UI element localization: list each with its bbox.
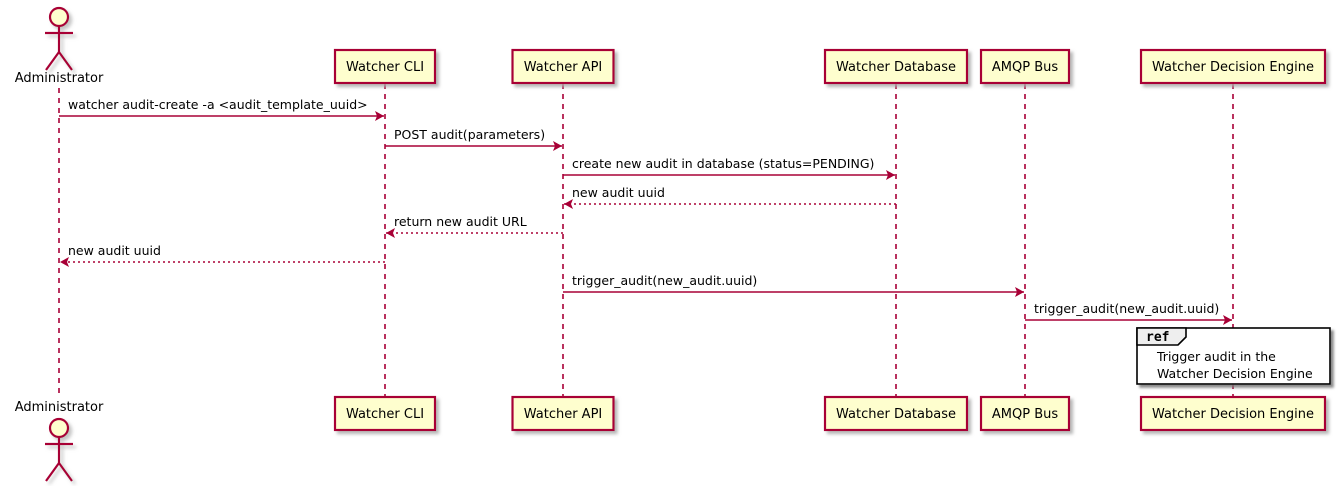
message-label-msg-3: create new audit in database (status=PEN… [572, 156, 874, 171]
participant-label-amqp-bus: AMQP Bus [992, 60, 1058, 75]
participant-watcher-decision-engine[interactable]: Watcher Decision Engine [1139, 48, 1327, 85]
participant-box-watcher-database[interactable] [823, 48, 969, 85]
participants-bottom-group: Administrator Watcher CLI Watcher API Watch… [15, 395, 1327, 482]
message-msg-4: new audit uuid [564, 185, 896, 209]
ref-line-0: Trigger audit in the [1156, 349, 1276, 364]
participant-label-administrator: Administrator [15, 71, 104, 86]
participants-top-group: Administrator Watcher CLI Watcher API Watch… [15, 6, 1327, 86]
participant-label-watcher-database: Watcher Database [836, 60, 956, 75]
participant-box-watcher-cli[interactable] [333, 395, 437, 432]
participant-box-watcher-cli[interactable] [333, 48, 437, 85]
participant-label-watcher-database: Watcher Database [836, 407, 956, 422]
message-arrowhead-msg-7 [1015, 287, 1024, 297]
message-label-msg-2: POST audit(parameters) [394, 127, 545, 142]
messages-group: watcher audit-create -a <audit_template_… [59, 97, 1232, 325]
participant-box-watcher-decision-engine[interactable] [1139, 48, 1327, 85]
participant-amqp-bus[interactable]: AMQP Bus [979, 395, 1071, 432]
participant-box-watcher-api[interactable] [511, 48, 615, 85]
actor-administrator [45, 417, 73, 482]
message-label-msg-7: trigger_audit(new_audit.uuid) [572, 273, 757, 288]
message-arrowhead-msg-1 [375, 111, 384, 121]
message-label-msg-8: trigger_audit(new_audit.uuid) [1034, 301, 1219, 316]
message-arrowhead-msg-2 [553, 141, 562, 151]
message-msg-8: trigger_audit(new_audit.uuid) [1025, 301, 1232, 325]
participant-watcher-cli[interactable]: Watcher CLI [333, 395, 437, 432]
participant-label-watcher-cli: Watcher CLI [346, 407, 424, 422]
ref-tab [1136, 327, 1187, 346]
participant-label-watcher-api: Watcher API [524, 60, 603, 75]
participant-box-amqp-bus[interactable] [979, 395, 1071, 432]
participant-label-watcher-cli: Watcher CLI [346, 60, 424, 75]
participant-watcher-database[interactable]: Watcher Database [823, 395, 969, 432]
message-msg-6: new audit uuid [60, 243, 385, 267]
participant-watcher-api[interactable]: Watcher API [511, 395, 615, 432]
participant-box-amqp-bus[interactable] [979, 48, 1071, 85]
participant-watcher-cli[interactable]: Watcher CLI [333, 48, 437, 85]
participant-label-watcher-decision-engine: Watcher Decision Engine [1152, 407, 1314, 422]
message-label-msg-1: watcher audit-create -a <audit_template_… [68, 97, 368, 112]
actor-administrator [45, 6, 73, 71]
message-label-msg-5: return new audit URL [394, 214, 527, 229]
participant-watcher-database[interactable]: Watcher Database [823, 48, 969, 85]
participant-watcher-decision-engine[interactable]: Watcher Decision Engine [1139, 395, 1327, 432]
message-msg-3: create new audit in database (status=PEN… [563, 156, 895, 180]
lifelines-group [58, 84, 1234, 398]
ref-tab-label: ref [1146, 330, 1169, 345]
participant-label-watcher-api: Watcher API [524, 407, 603, 422]
participant-box-watcher-database[interactable] [823, 395, 969, 432]
message-label-msg-6: new audit uuid [68, 243, 161, 258]
participant-box-watcher-api[interactable] [511, 395, 615, 432]
participant-amqp-bus[interactable]: AMQP Bus [979, 48, 1071, 85]
message-arrowhead-msg-3 [886, 170, 895, 180]
participant-label-amqp-bus: AMQP Bus [992, 407, 1058, 422]
participant-label-watcher-decision-engine: Watcher Decision Engine [1152, 60, 1314, 75]
message-msg-5: return new audit URL [386, 214, 563, 238]
message-label-msg-4: new audit uuid [572, 185, 665, 200]
participant-label-administrator: Administrator [15, 400, 104, 415]
participant-watcher-api[interactable]: Watcher API [511, 48, 615, 85]
message-msg-2: POST audit(parameters) [385, 127, 562, 151]
message-arrowhead-msg-8 [1223, 315, 1232, 325]
message-arrowhead-msg-6 [60, 257, 69, 267]
message-arrowhead-msg-5 [386, 228, 395, 238]
participant-box-watcher-decision-engine[interactable] [1139, 395, 1327, 432]
ref-line-1: Watcher Decision Engine [1157, 366, 1313, 381]
message-arrowhead-msg-4 [564, 199, 573, 209]
message-msg-1: watcher audit-create -a <audit_template_… [59, 97, 384, 121]
message-msg-7: trigger_audit(new_audit.uuid) [563, 273, 1024, 297]
